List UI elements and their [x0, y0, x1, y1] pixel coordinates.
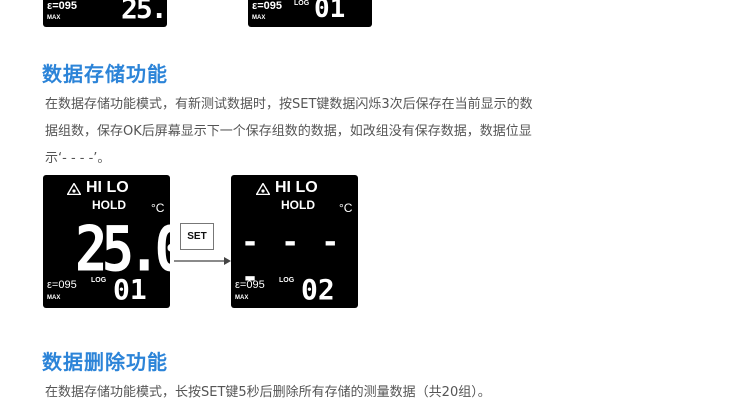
reading-value: 25.0: [121, 0, 167, 25]
max-label: MAX: [47, 295, 61, 301]
warning-icon: [67, 183, 81, 195]
hold-label: HOLD: [281, 198, 315, 212]
log-number: 01: [314, 0, 346, 24]
log-label: LOG: [91, 277, 107, 284]
section-title-delete: 数据删除功能: [42, 350, 168, 374]
reading-value: - - - -: [241, 225, 342, 295]
delete-description: 在数据存储功能模式，长按SET键5秒后删除所有存储的测量数据（共20组）。: [45, 385, 491, 400]
hi-lo-label: HI LO: [86, 179, 129, 196]
hi-lo-label: HI LO: [275, 179, 318, 196]
log-number: 01: [113, 273, 147, 306]
unit-label: °C: [339, 201, 353, 215]
log-label: LOG: [279, 277, 295, 284]
storage-description: 在数据存储功能模式，有新测试数据时，按SET键数据闪烁3次后保存在当前显示的数 …: [45, 91, 533, 172]
lcd-display-after: HI LO HOLD °C - - - - ε=095 LOG MAX 02: [231, 175, 358, 308]
emissivity-label: ε=095: [252, 0, 282, 12]
max-label: MAX: [47, 15, 61, 21]
max-label: MAX: [235, 295, 249, 301]
arrow-right-icon: [174, 257, 231, 265]
unit-label: °C: [151, 201, 165, 215]
storage-line-2: 据组数，保存OK后屏幕显示下一个保存组数的数据，如改组没有保存数据，数据位显: [45, 124, 532, 139]
lcd-display-before: HI LO HOLD °C 25.0 ε=095 LOG MAX 01: [43, 175, 170, 308]
hold-label: HOLD: [92, 198, 126, 212]
lcd-display-top-left: ε=095 MAX 25.0: [43, 0, 167, 27]
emissivity-label: ε=095: [47, 279, 77, 291]
max-label: MAX: [252, 15, 266, 21]
storage-line-1: 在数据存储功能模式，有新测试数据时，按SET键数据闪烁3次后保存在当前显示的数: [45, 97, 533, 112]
section-title-storage: 数据存储功能: [42, 62, 168, 86]
log-number: 02: [301, 273, 335, 306]
emissivity-label: ε=095: [47, 0, 77, 12]
reading-value: 25.0: [75, 213, 170, 286]
lcd-display-top-right: ε=095 LOG MAX 01: [248, 0, 372, 27]
storage-line-3: 示‘- - - -’。: [45, 151, 111, 166]
emissivity-label: ε=095: [235, 279, 265, 291]
warning-icon: [256, 183, 270, 195]
log-label: LOG: [294, 0, 310, 7]
set-button: SET: [180, 223, 214, 250]
